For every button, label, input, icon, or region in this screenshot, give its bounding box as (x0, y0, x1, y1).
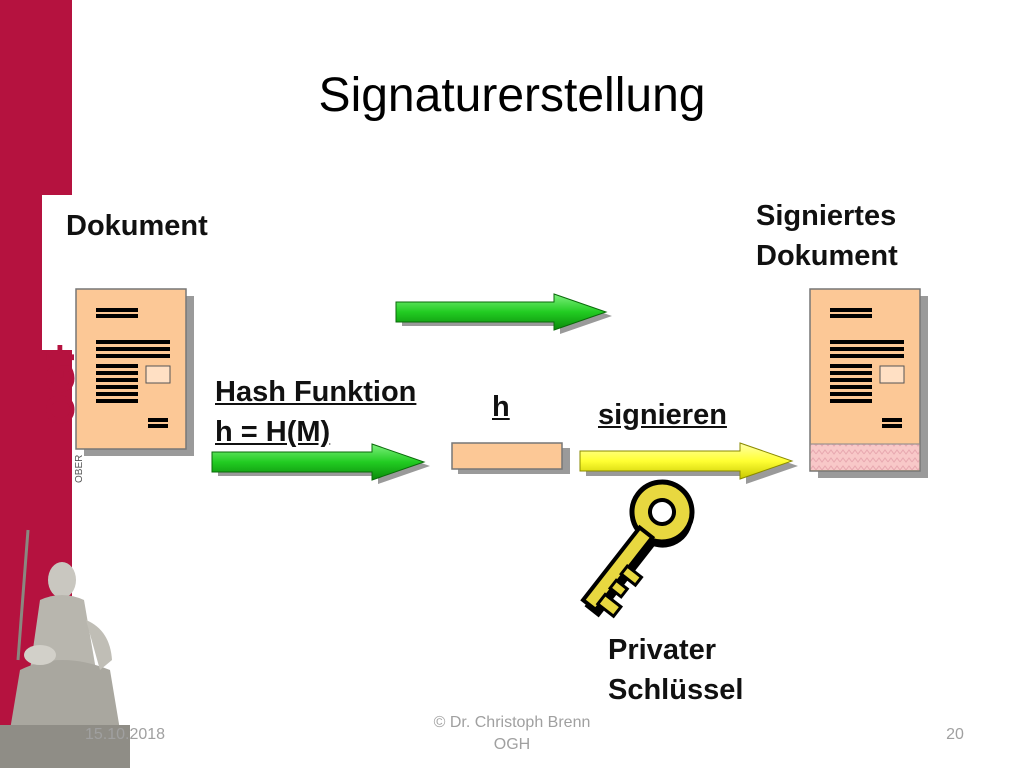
hash-function-label-line1: Hash Funktion (215, 376, 417, 408)
document-label: Dokument (66, 210, 208, 242)
footer-author-line2: OGH (493, 736, 531, 753)
hash-function-label-line2: h = H(M) (215, 416, 331, 448)
footer-date: 15.10.2018 (84, 726, 166, 743)
slide-title: Signaturerstellung (318, 69, 706, 122)
sign-label: signieren (598, 399, 727, 431)
key-icon (580, 479, 695, 619)
signature-band (810, 444, 920, 470)
logo-small-text: OBER (74, 455, 84, 483)
signed-document-icon (809, 288, 928, 478)
sidebar-notch (42, 195, 72, 350)
signed-document-label-line2: Dokument (756, 240, 898, 272)
hash-value-box (451, 442, 570, 474)
private-key-label-line2: Schlüssel (608, 674, 744, 706)
footer-author-line1: © Dr. Christoph Brenn (433, 714, 591, 731)
hash-arrow (211, 443, 430, 484)
copy-arrow (395, 293, 612, 334)
signed-document-label-line1: Signiertes (756, 200, 897, 232)
justitia-statue-image (0, 529, 130, 768)
sign-arrow (579, 442, 798, 484)
hash-value-label: h (492, 391, 510, 423)
private-key-label-line1: Privater (608, 634, 717, 666)
footer-page-number: 20 (946, 726, 964, 743)
document-icon (75, 288, 194, 456)
